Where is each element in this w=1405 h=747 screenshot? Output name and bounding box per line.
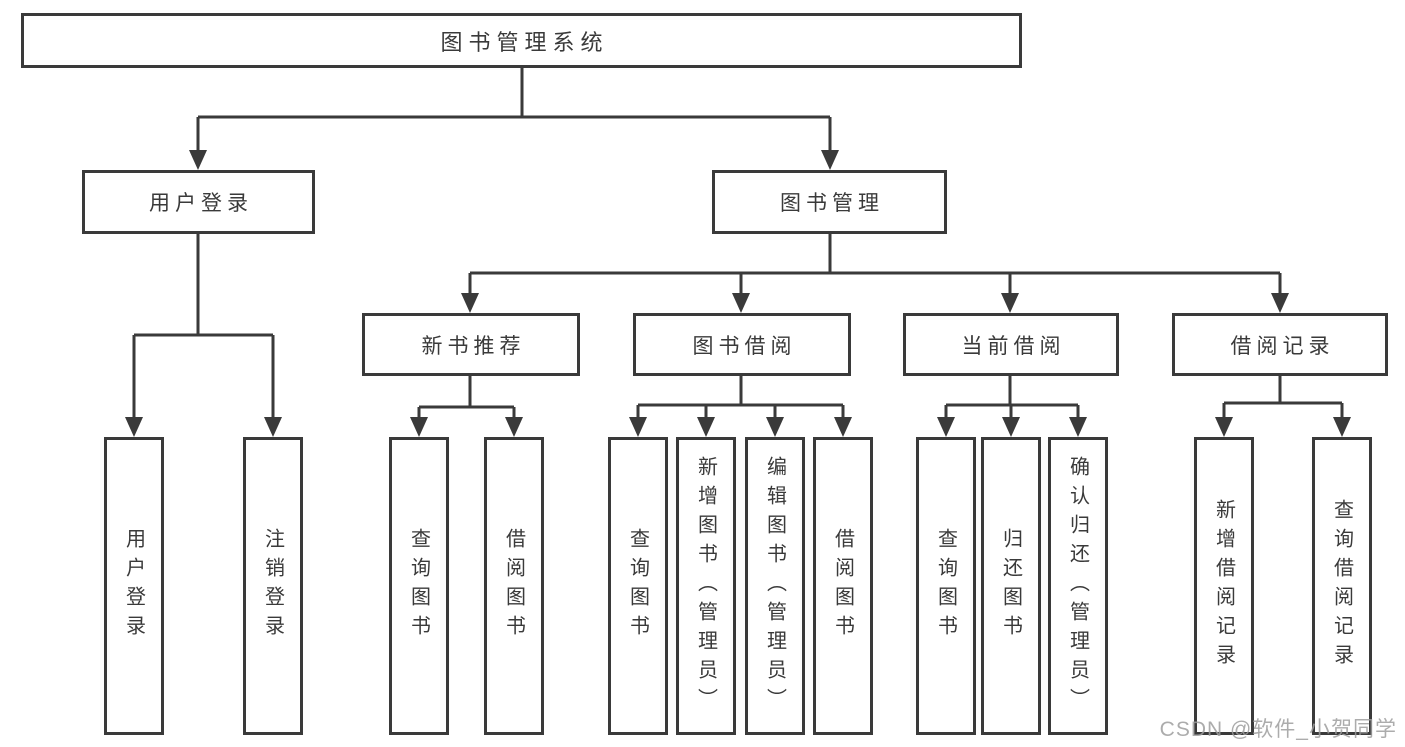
node-current-borrow: 当前借阅 (903, 313, 1119, 376)
node-label: 新书推荐 (421, 334, 526, 358)
leaf-query-borrow-record: 查询借阅记录 (1312, 437, 1372, 735)
node-label: 用户登录 (149, 192, 253, 215)
leaf-user-login: 用户登录 (104, 437, 164, 735)
leaf-edit-books-admin: 编辑图书（管理员） (745, 437, 805, 735)
node-new-book-recommend: 新书推荐 (362, 313, 580, 376)
arrowhead (1271, 293, 1289, 313)
node-label: 借阅图书 (831, 528, 854, 644)
leaf-query-books-current: 查询图书 (916, 437, 976, 735)
connector-root-to-level2 (189, 68, 839, 170)
node-label: 借阅记录 (1230, 334, 1335, 358)
leaf-borrow-books: 借阅图书 (813, 437, 873, 735)
leaf-confirm-return-admin: 确认归还（管理员） (1048, 437, 1108, 735)
node-label: 查询图书 (626, 528, 649, 644)
leaf-return-books: 归还图书 (981, 437, 1041, 735)
node-label: 查询借阅记录 (1330, 499, 1353, 673)
connector-current-borrow-to-leaves (937, 376, 1087, 437)
node-label: 归还图书 (999, 528, 1022, 644)
arrowhead (766, 417, 784, 437)
connector-book-borrow-to-leaves (629, 376, 852, 437)
node-label: 借阅图书 (502, 528, 525, 644)
arrowhead (821, 150, 839, 170)
arrowhead (937, 417, 955, 437)
leaf-borrow-books-recommend: 借阅图书 (484, 437, 544, 735)
arrowhead (1069, 417, 1087, 437)
arrowhead (1215, 417, 1233, 437)
node-library-system: 图书管理系统 (21, 13, 1022, 68)
arrowhead (410, 417, 428, 437)
arrowhead (125, 417, 143, 437)
arrowhead (1333, 417, 1351, 437)
arrowhead (1002, 417, 1020, 437)
arrowhead (264, 417, 282, 437)
arrowhead (834, 417, 852, 437)
node-label: 查询图书 (407, 528, 430, 644)
node-label: 确认归还（管理员） (1066, 455, 1089, 717)
leaf-logout-login: 注销登录 (243, 437, 303, 735)
node-label: 当前借阅 (961, 334, 1066, 358)
arrowhead (732, 293, 750, 313)
leaf-add-books-admin: 新增图书（管理员） (676, 437, 736, 735)
node-label: 用户登录 (122, 528, 145, 644)
arrowhead (697, 417, 715, 437)
leaf-query-books-borrow: 查询图书 (608, 437, 668, 735)
node-label: 编辑图书（管理员） (763, 455, 786, 717)
arrowhead (189, 150, 207, 170)
node-label: 图书借阅 (692, 334, 797, 358)
arrowhead (505, 417, 523, 437)
node-label: 注销登录 (261, 528, 284, 644)
connector-borrow-records-to-leaves (1215, 376, 1351, 437)
node-label: 新增借阅记录 (1212, 499, 1235, 673)
connector-user-login-to-leaves (125, 234, 282, 437)
leaf-query-books-recommend: 查询图书 (389, 437, 449, 735)
node-borrow-records: 借阅记录 (1172, 313, 1388, 376)
arrowhead (629, 417, 647, 437)
node-book-borrow: 图书借阅 (633, 313, 851, 376)
node-book-management: 图书管理 (712, 170, 947, 234)
node-user-login: 用户登录 (82, 170, 315, 234)
node-label: 查询图书 (934, 528, 957, 644)
connector-book-mgmt-to-level3 (461, 234, 1289, 313)
arrowhead (1001, 293, 1019, 313)
node-label: 图书管理 (780, 192, 884, 215)
arrowhead (461, 293, 479, 313)
connector-new-book-to-leaves (410, 376, 523, 437)
node-label: 图书管理系统 (440, 29, 609, 55)
leaf-add-borrow-record: 新增借阅记录 (1194, 437, 1254, 735)
node-label: 新增图书（管理员） (694, 455, 717, 717)
